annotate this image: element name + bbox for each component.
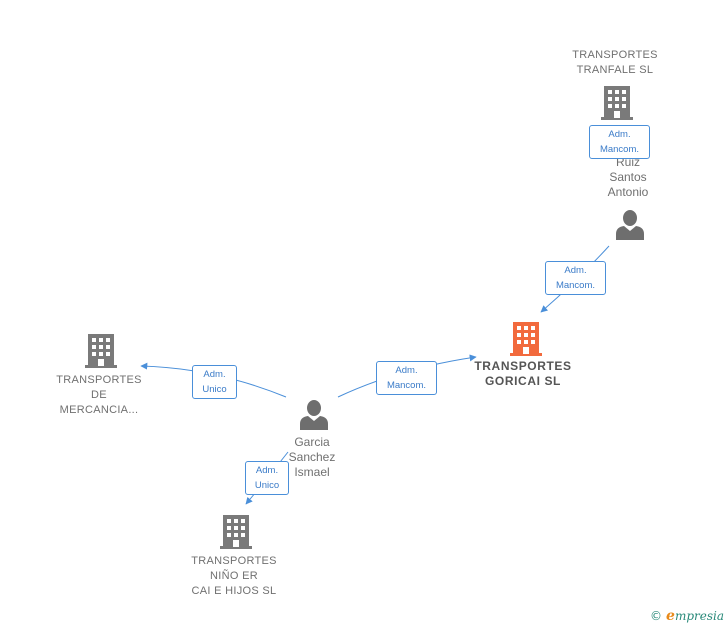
edge-label-garcia-nino[interactable]: Adm. Unico (245, 461, 289, 495)
company-label-nino[interactable]: TRANSPORTES NIÑO ER CAI E HIJOS SL (170, 554, 298, 599)
person-icon[interactable] (300, 400, 328, 430)
edge-label-tranfale-ruiz[interactable]: Adm. Mancom. (589, 125, 650, 159)
person-icon[interactable] (616, 210, 644, 240)
building-icon[interactable] (601, 84, 633, 120)
label-line: Santos (609, 170, 647, 184)
edge-label-line: Unico (202, 384, 227, 395)
edge-label-garcia-mercancia[interactable]: Adm. Unico (192, 365, 237, 399)
label-line: DE (91, 389, 107, 401)
edge-label-garcia-goricai[interactable]: Adm. Mancom. (376, 361, 437, 395)
label-line: MERCANCIA... (59, 404, 139, 416)
label-line: TRANFALE SL (576, 64, 654, 76)
label-line: TRANSPORTES (56, 374, 142, 386)
label-line: Antonio (607, 185, 649, 199)
edge-label-line: Mancom. (555, 280, 596, 291)
label-line: TRANSPORTES (474, 359, 572, 373)
copyright-symbol: © (650, 609, 663, 623)
brand-logo[interactable]: ©empresia (650, 608, 724, 624)
label-line: TRANSPORTES (572, 49, 658, 61)
label-line: Sanchez (288, 450, 336, 464)
edge-label-ruiz-goricai[interactable]: Adm. Mancom. (545, 261, 606, 295)
label-line: TRANSPORTES (191, 555, 277, 567)
company-label-tranfale[interactable]: TRANSPORTES TRANFALE SL (555, 48, 675, 78)
label-line: Garcia (294, 435, 330, 449)
edge-label-line: Adm. (395, 365, 418, 376)
edge-label-line: Adm. (255, 465, 279, 476)
building-icon-main[interactable] (510, 320, 542, 356)
edge-label-line: Adm. (564, 265, 587, 276)
person-label-ruiz[interactable]: Ruiz Santos Antonio (590, 155, 666, 200)
label-line: NIÑO ER (210, 570, 258, 582)
label-line: CAI E HIJOS SL (191, 585, 277, 597)
label-line: Ismael (294, 465, 330, 479)
brand-name: mpresia (674, 609, 724, 623)
company-label-goricai[interactable]: TRANSPORTES GORICAI SL (462, 359, 584, 389)
label-line: GORICAI SL (484, 374, 561, 388)
brand-initial: e (666, 608, 675, 624)
edge-label-line: Adm. (608, 129, 631, 140)
edge-label-line: Mancom. (386, 380, 427, 391)
edge-label-line: Adm. (203, 369, 226, 380)
person-label-garcia[interactable]: Garcia Sanchez Ismael (272, 435, 352, 480)
edge-label-line: Unico (254, 480, 280, 491)
building-icon[interactable] (85, 332, 117, 368)
building-icon[interactable] (220, 513, 252, 549)
edge-label-line: Mancom. (599, 144, 640, 155)
company-label-mercancia[interactable]: TRANSPORTES DE MERCANCIA... (38, 373, 160, 418)
